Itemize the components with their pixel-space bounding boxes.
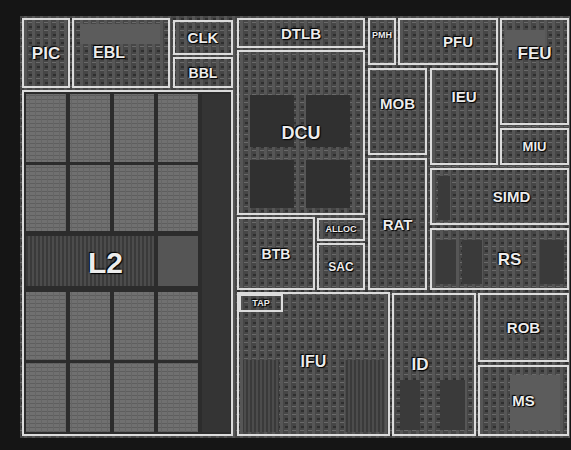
die-block: MIU [500, 128, 569, 165]
die-block: MOB [368, 68, 427, 155]
block-label: MIU [523, 140, 547, 153]
die-block: PFU [398, 18, 498, 65]
block-label: CLK [188, 30, 219, 45]
block-label: IEU [451, 89, 476, 104]
block-label: RS [498, 251, 522, 268]
die-block: FEU [500, 18, 569, 125]
block-label: RAT [383, 217, 413, 232]
die-block: BTB [237, 217, 315, 290]
die-block: ID [392, 293, 476, 436]
block-label: MS [512, 393, 535, 408]
block-label: PFU [443, 34, 473, 49]
die-block: DCU [237, 50, 365, 215]
block-label: EBL [93, 45, 125, 61]
die-block: ALLOC [317, 218, 365, 241]
die-block: RS [430, 228, 569, 290]
block-label: TAP [252, 299, 269, 308]
block-label: IFU [301, 354, 327, 370]
block-label: FEU [518, 45, 552, 62]
die-block: DTLB [237, 18, 365, 48]
block-label: ALLOC [326, 225, 357, 234]
block-label: MOB [380, 96, 415, 111]
die-block: SIMD [430, 168, 569, 225]
die-block: PIC [22, 18, 70, 88]
block-label: PIC [32, 45, 60, 62]
block-label: DCU [282, 124, 321, 142]
block-label: ID [412, 356, 429, 373]
block-label: BBL [189, 66, 218, 80]
block-label: SAC [328, 261, 353, 273]
block-label: DTLB [281, 26, 321, 41]
die-block: TAP [239, 294, 283, 312]
die-block: TAP IFU [237, 292, 390, 436]
block-label: SIMD [493, 189, 531, 204]
block-label: ROB [507, 320, 540, 335]
die-block: L2 [22, 90, 233, 436]
die-block: IEU [430, 68, 498, 165]
die-block: ROB [478, 293, 569, 362]
die-block: EBL [72, 18, 170, 88]
die-block: CLK [173, 20, 233, 55]
block-label: L2 [88, 248, 123, 278]
die-block: RAT [368, 158, 427, 290]
die-block: PMH [368, 18, 396, 65]
die-block: MS [478, 365, 569, 436]
block-label: PMH [372, 31, 392, 40]
die-block: SAC [317, 243, 365, 290]
block-label: BTB [262, 247, 291, 261]
die-block: BBL [173, 57, 233, 88]
